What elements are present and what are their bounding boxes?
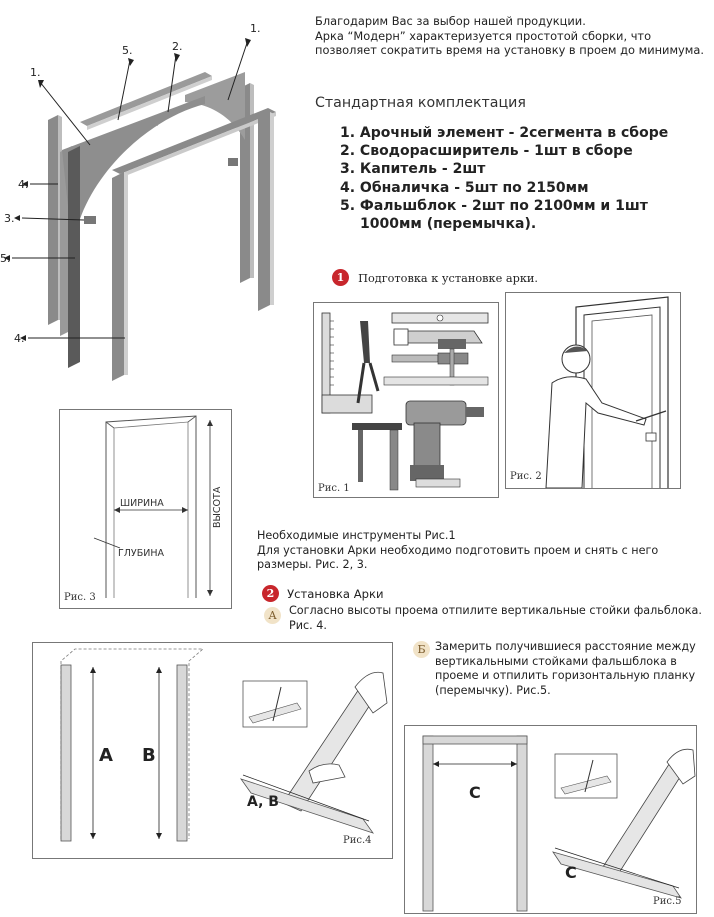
intro-line-1: Благодарим Вас за выбор нашей продукции. bbox=[315, 14, 586, 28]
figure-tools: Рис. 1 bbox=[313, 302, 499, 498]
kit-item: 3. Капитель - 2шт bbox=[340, 161, 486, 178]
kit-item: 5. Фальшблок - 2шт по 2100мм и 1шт bbox=[340, 197, 648, 214]
callout-label: 1. bbox=[30, 66, 41, 79]
figure5-caption: Рис.5 bbox=[653, 896, 682, 907]
dimension-b-label: B bbox=[142, 745, 156, 766]
step1-number-badge: 1 bbox=[332, 269, 349, 286]
cut-lintel-illustration: C C bbox=[422, 735, 696, 912]
dimension-c-board-label: C bbox=[565, 863, 577, 882]
step2-heading: 2 Установка Арки bbox=[262, 583, 384, 602]
callout-label: 1. bbox=[250, 22, 261, 35]
cut-posts-illustration: A B A, B bbox=[60, 648, 388, 842]
step2a-badge: А bbox=[264, 607, 281, 624]
tools-illustration bbox=[321, 312, 489, 491]
callout-label: 4. bbox=[18, 178, 29, 191]
kit-title: Стандартная комплектация bbox=[315, 95, 526, 111]
figure2-caption: Рис. 2 bbox=[510, 471, 542, 482]
height-label: ВЫСОТА bbox=[212, 486, 223, 528]
figure-cut-posts: A B A, B Рис.4 bbox=[32, 642, 393, 859]
figure1-caption: Рис. 1 bbox=[318, 483, 350, 494]
dimension-a-label: A bbox=[99, 745, 113, 766]
step2b: Б Замерить получившиеся расстояние между… bbox=[413, 640, 708, 698]
callout-label: 2. bbox=[172, 40, 183, 53]
exploded-arch-diagram: 1. 5. 2. 1. 4. 3. 5. 4. bbox=[0, 22, 276, 381]
kit-item: 4. Обналичка - 5шт по 2150мм bbox=[340, 179, 589, 196]
callout-label: 3. bbox=[4, 212, 15, 225]
kit-list: 1. Арочный элемент - 2сегмента в сборе 2… bbox=[340, 124, 710, 233]
figure-measuring: Рис. 2 bbox=[505, 292, 681, 489]
measuring-illustration bbox=[545, 296, 669, 489]
dimension-ab-label: A, B bbox=[247, 794, 279, 810]
tools-line-2: Для установки Арки необходимо подготовит… bbox=[257, 543, 659, 572]
callout-label: 5. bbox=[0, 252, 11, 265]
kit-item: 2. Сводорасширитель - 1шт в сборе bbox=[340, 143, 633, 160]
step2-number-badge: 2 bbox=[262, 585, 279, 602]
callout-label: 4. bbox=[14, 332, 25, 345]
figure-cut-lintel: C C Рис.5 bbox=[404, 725, 697, 914]
step2-title: Установка Арки bbox=[287, 587, 384, 601]
step2a: А Согласно высоты проема отпилите вертик… bbox=[264, 604, 704, 633]
kit-item-continued: 1000мм (перемычка). bbox=[360, 216, 537, 233]
depth-label: ГЛУБИНА bbox=[118, 548, 164, 559]
width-label: ШИРИНА bbox=[120, 498, 164, 509]
tools-text: Необходимые инструменты Рис.1 Для устано… bbox=[257, 529, 702, 573]
figure-dimensions: ШИРИНА ГЛУБИНА ВЫСОТА Рис. 3 bbox=[59, 409, 232, 609]
step1-title: Подготовка к установке арки. bbox=[358, 272, 539, 285]
dimensions-illustration: ШИРИНА ГЛУБИНА ВЫСОТА bbox=[93, 415, 223, 598]
dimension-c-label: C bbox=[469, 783, 481, 802]
figure4-caption: Рис.4 bbox=[343, 835, 372, 846]
callout-label: 5. bbox=[122, 44, 133, 57]
step2b-text: Замерить получившиеся расстояние между в… bbox=[435, 640, 696, 697]
step2a-text: Согласно высоты проема отпилите вертикал… bbox=[289, 604, 702, 632]
tools-line-1: Необходимые инструменты Рис.1 bbox=[257, 529, 456, 542]
intro-line-2: Арка “Модерн” характеризуется простотой … bbox=[315, 28, 704, 58]
step1-heading: 1 Подготовка к установке арки. bbox=[332, 267, 538, 286]
figure3-caption: Рис. 3 bbox=[64, 592, 96, 603]
intro-text: Благодарим Вас за выбор нашей продукции.… bbox=[315, 14, 707, 58]
kit-item: 1. Арочный элемент - 2сегмента в сборе bbox=[340, 125, 669, 141]
step2b-badge: Б bbox=[413, 641, 430, 658]
